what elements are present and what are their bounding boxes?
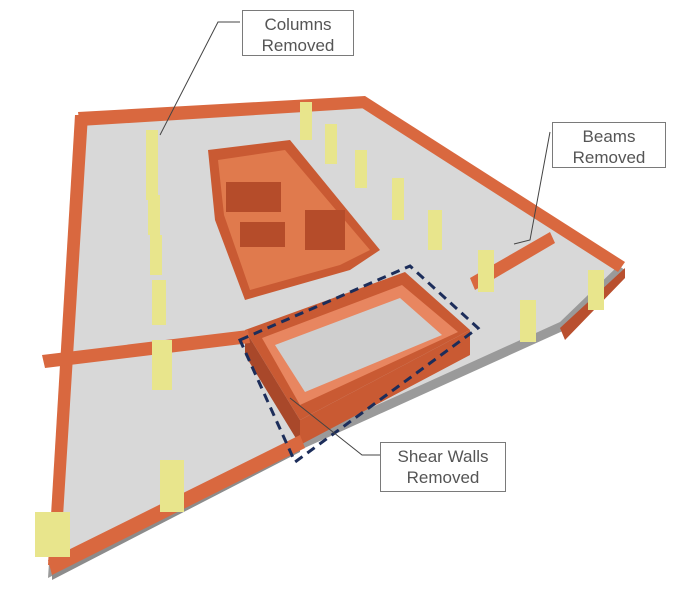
columns [35,102,604,557]
beams-callout-line1: Beams [582,127,636,146]
shear-walls-removed-callout: Shear Walls Removed [380,442,506,492]
interior-core-walls [208,140,380,300]
columns-callout-line2: Removed [261,36,335,55]
columns-callout-line1: Columns [264,15,332,34]
shear-walls-callout-line2: Removed [406,468,480,487]
columns-removed-callout: Columns Removed [242,10,354,56]
shear-wall-dashed-outline [238,264,481,465]
callout-leaders [159,21,551,456]
shear-walls-callout-line1: Shear Walls [397,447,489,466]
shear-wall-box [245,272,470,445]
beams-removed-callout: Beams Removed [552,122,666,168]
beams-callout-line2: Removed [572,148,646,167]
